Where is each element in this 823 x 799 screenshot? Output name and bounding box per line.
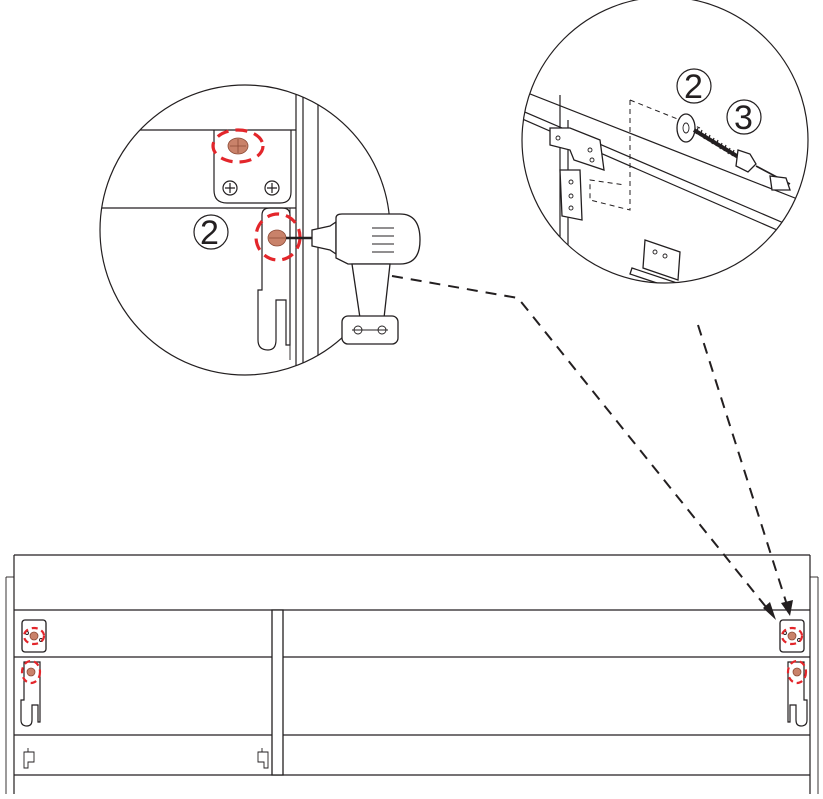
bracket-left	[20, 619, 47, 769]
callout-number-washer: 2	[684, 68, 703, 106]
screw-icon	[264, 180, 280, 196]
callout-circle	[193, 214, 229, 250]
bolt-icon	[692, 127, 791, 191]
leader-line-bolt	[697, 324, 788, 606]
detail-circle-drill: 2	[99, 84, 421, 376]
highlight-ring	[211, 128, 265, 164]
detail-circle-bolt: 2 3	[521, 0, 809, 284]
screw-icon	[222, 180, 238, 196]
bracket-right	[779, 619, 808, 727]
callout-circle	[676, 68, 712, 104]
cam-lock	[227, 137, 249, 155]
bracket-center	[257, 748, 269, 769]
callout-circle	[726, 99, 762, 135]
leader-line-drill	[391, 275, 771, 613]
callout-number: 2	[200, 214, 219, 252]
callout-number-bolt: 3	[734, 99, 753, 137]
power-drill-icon	[311, 213, 421, 345]
cabinet-assembly	[5, 554, 819, 794]
washer-icon	[676, 113, 696, 143]
cam-lock	[267, 229, 287, 247]
arrow-head-icon	[781, 600, 793, 616]
arrow-head-icon	[763, 602, 776, 620]
